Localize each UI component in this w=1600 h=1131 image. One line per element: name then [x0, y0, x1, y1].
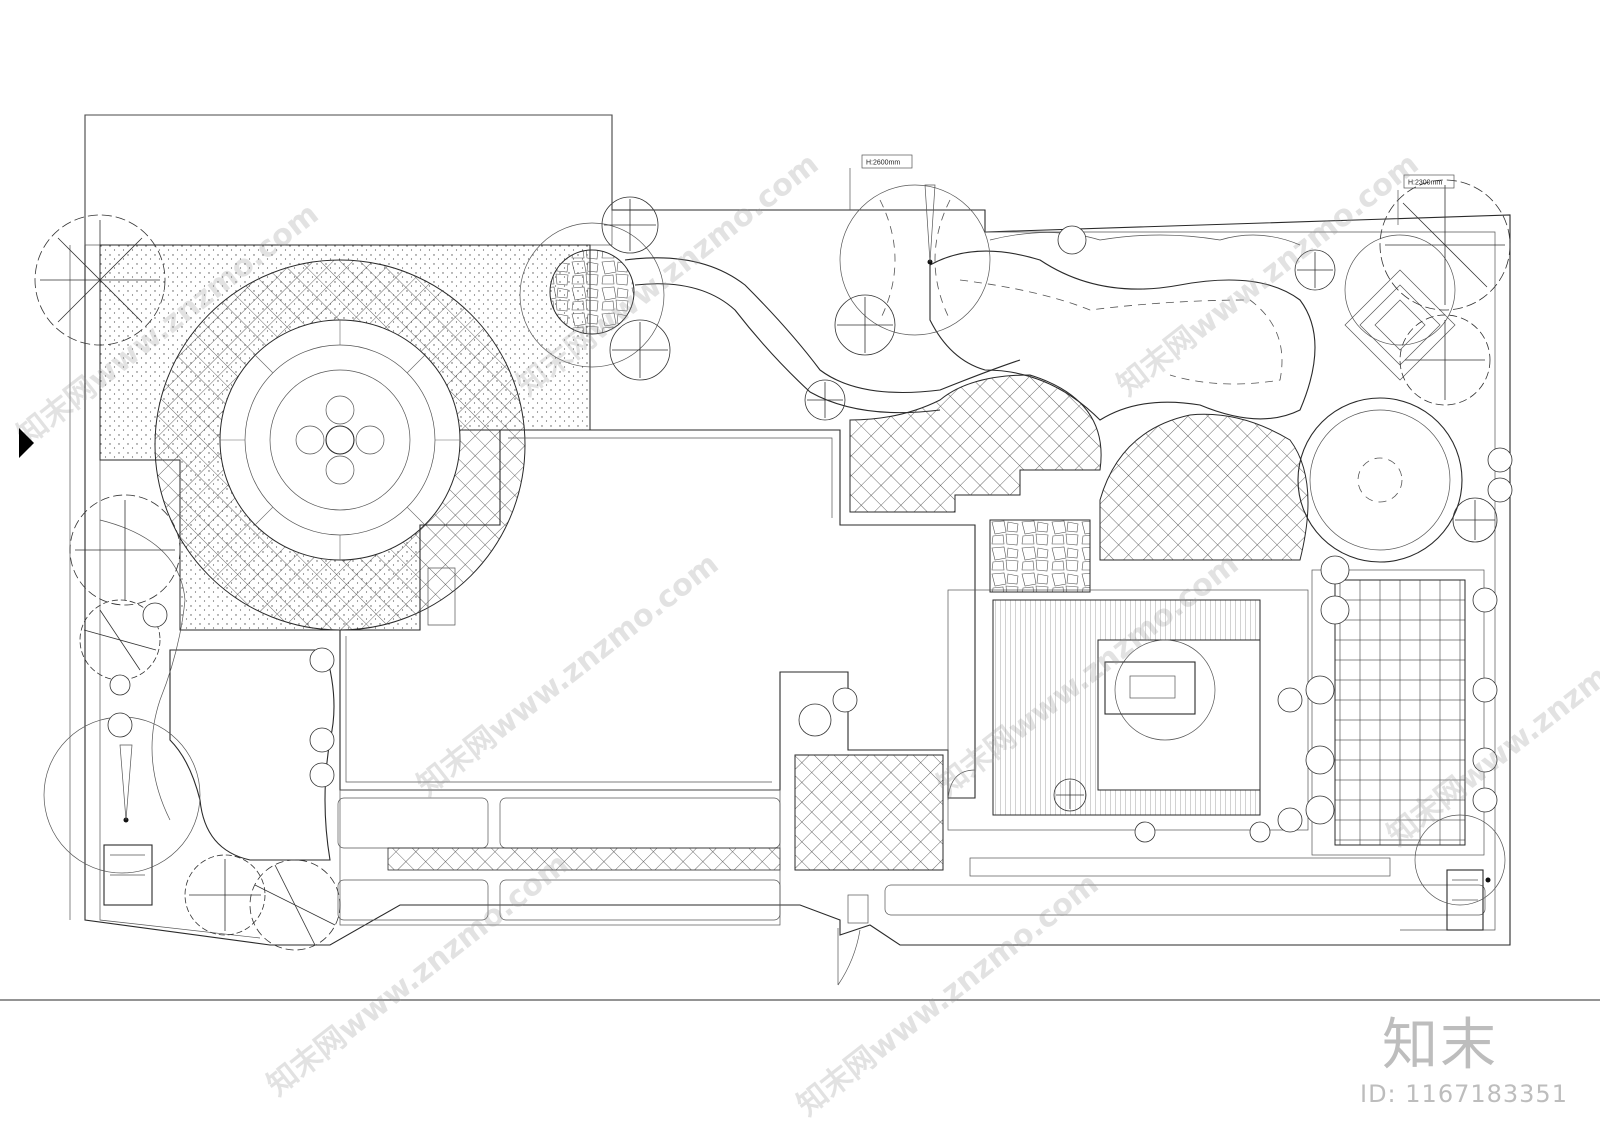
- dining-circle: [1114, 639, 1216, 741]
- winding-path: [624, 257, 1021, 394]
- door-swings: [427, 567, 976, 986]
- east-paver-block: [1446, 869, 1484, 931]
- lobe-paving-left: [849, 374, 1102, 513]
- hatched-strip: [387, 847, 781, 871]
- dining-table: [1104, 661, 1196, 715]
- northwest-block: [84, 114, 613, 246]
- east-round-plaza: [1297, 397, 1463, 563]
- height-tag-left: H:2600mm: [849, 154, 913, 210]
- stone-entry: [989, 519, 1091, 593]
- fountain-shrubs: [295, 395, 385, 485]
- brand-logo-text: 知末: [1382, 1013, 1498, 1078]
- lobe-paving-right: [1099, 413, 1309, 561]
- pergola: [1334, 579, 1466, 846]
- pavilion-circle: [839, 184, 991, 336]
- west-path: [99, 519, 186, 821]
- pond-inner: [959, 279, 1283, 385]
- pond-rockwork: [989, 232, 1301, 246]
- west-paver-block: [103, 844, 153, 906]
- image-id-label: ID: 1167183351: [1360, 1080, 1568, 1108]
- height-tag-left-text: H:2600mm: [866, 160, 900, 167]
- west-lawn: [169, 649, 335, 861]
- shrub-clusters: [107, 225, 1513, 843]
- south-planters: [337, 797, 1486, 921]
- ring-radial-joints: [220, 320, 460, 560]
- house-footprint: [339, 429, 976, 799]
- play-triangle-icon[interactable]: [19, 428, 34, 458]
- deck-inner-room: [1097, 639, 1261, 791]
- paved-square: [794, 754, 944, 871]
- height-tag-right: H:2300mm: [1397, 174, 1455, 225]
- stone-round-area: [519, 222, 665, 368]
- central-fountain: [325, 425, 355, 455]
- tree-symbols: [34, 179, 1511, 951]
- height-tag-right-text: H:2300mm: [1408, 180, 1442, 187]
- site-boundary: [84, 114, 1511, 946]
